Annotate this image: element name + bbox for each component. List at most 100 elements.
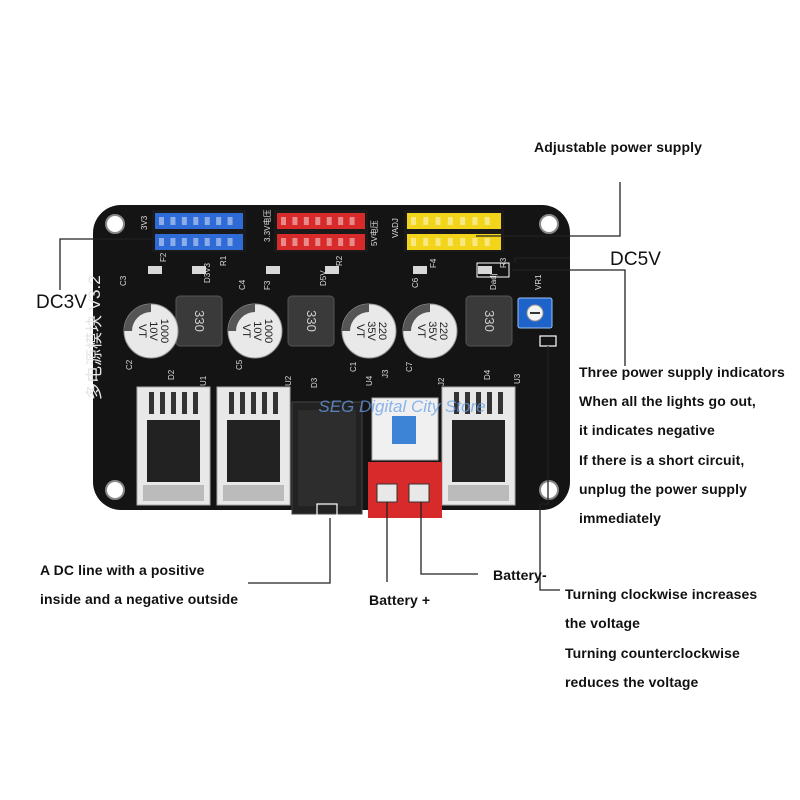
silk-label: D4 [483,369,492,380]
header-pin [204,217,210,225]
header-pin [193,238,199,246]
header-pin [281,238,286,246]
silk-label: C3 [119,275,128,286]
silk-label: U4 [365,375,374,386]
mount-hole-tl [105,214,125,234]
regulator-pin [487,392,492,414]
callout-dc-line [248,518,331,584]
regulator-pin [149,392,154,414]
callout-indicators [512,269,626,366]
header-pin [216,238,222,246]
header-pin [349,238,355,246]
capacitor-c2: 100010VVT [123,303,179,359]
regulator-pin [160,392,165,414]
header-pin [193,217,199,225]
indicator-line: If there is a short circuit, [579,452,745,468]
header-pin [338,238,344,246]
silk-label: C4 [238,279,247,290]
svg-text:22035VVT: 22035VVT [354,321,388,341]
regulator-pin [465,392,470,414]
regulator-pin [251,392,256,414]
board-title: 多电源模块 V3.2 [85,275,104,400]
callout-pot-b [539,504,560,591]
indicator-line: unplug the power supply [579,481,747,497]
header-pin [303,238,309,246]
regulator-pin [498,392,503,414]
battery-terminal [368,462,442,518]
silk-label: F3 [263,280,272,290]
watermark: SEG Digital City Store [318,397,485,416]
power-switch [371,397,439,461]
header-pin [435,238,441,246]
silk-label: R1 [219,255,228,266]
silk-5v: 5V电压 [369,220,379,246]
mount-hole-tr [539,214,559,234]
silk-label: C1 [349,361,358,372]
header-pin [216,217,222,225]
header-pin [447,238,453,246]
capacitor-c5: 100010VVT [227,303,283,359]
silk-red-side: 3.3V电压 [262,210,272,242]
svg-text:330: 330 [482,310,497,332]
silk-label: F2 [159,252,168,262]
regulator-pin [229,392,234,414]
silk-label: Dadj [489,273,498,290]
silk-label: D3V3 [203,262,212,283]
silk-label: U2 [284,375,293,386]
header-pin [281,217,286,225]
silk-label: F4 [429,258,438,268]
callout-adjustable [476,182,621,237]
mount-hole-bl [105,480,125,500]
header-pin [315,217,321,225]
dadj-indicator-box [476,262,510,278]
callout-dc3v [59,238,152,290]
regulator-pin [273,392,278,414]
silk-label: C5 [235,359,244,370]
silk-label: D2 [167,369,176,380]
svg-text:100010VVT: 100010VVT [136,319,170,343]
header-pin [204,238,210,246]
header-pin [423,217,429,225]
silk-label: J2 [437,377,446,386]
silk-label: C6 [411,277,420,288]
mount-hole-br [539,480,559,500]
header-pin [472,238,478,246]
header-pin [159,238,164,246]
header-pin [292,238,298,246]
clockwise-text: Turning counterclockwise [565,645,740,661]
svg-text:22035VVT: 22035VVT [415,321,449,341]
silk-label: D5V [319,270,328,286]
header-pin [460,238,466,246]
header-pin [159,217,164,225]
silk-label: J3 [381,369,390,378]
header-pin [181,217,187,225]
header-pin [292,217,298,225]
header-pin [472,217,478,225]
header-5v-red [274,210,368,252]
header-pin [326,217,332,225]
regulator-pin [193,392,198,414]
indicator-line: When all the lights go out, [579,393,756,409]
header-pin [484,217,490,225]
label-battery-minus: Battery- [493,567,547,583]
silk-label: U3 [513,373,522,384]
callout-battery-minus [420,502,478,575]
capacitor-c7: 22035VVT [402,303,458,359]
silk-vadj: VADJ [391,218,400,238]
clockwise-text: reduces the voltage [565,674,699,690]
silk-label: R3 [499,257,508,268]
indicator-line: it indicates negative [579,422,715,438]
header-pin [338,217,344,225]
led-row [148,266,492,274]
silk-label: U1 [199,375,208,386]
header-pin [170,238,176,246]
indicator-line: immediately [579,510,662,526]
dc-jack [291,401,363,519]
regulator-pin [476,392,481,414]
header-pin [447,217,453,225]
header-pin [227,238,233,246]
header-vadj-yellow [404,210,504,252]
header-pin [349,217,355,225]
